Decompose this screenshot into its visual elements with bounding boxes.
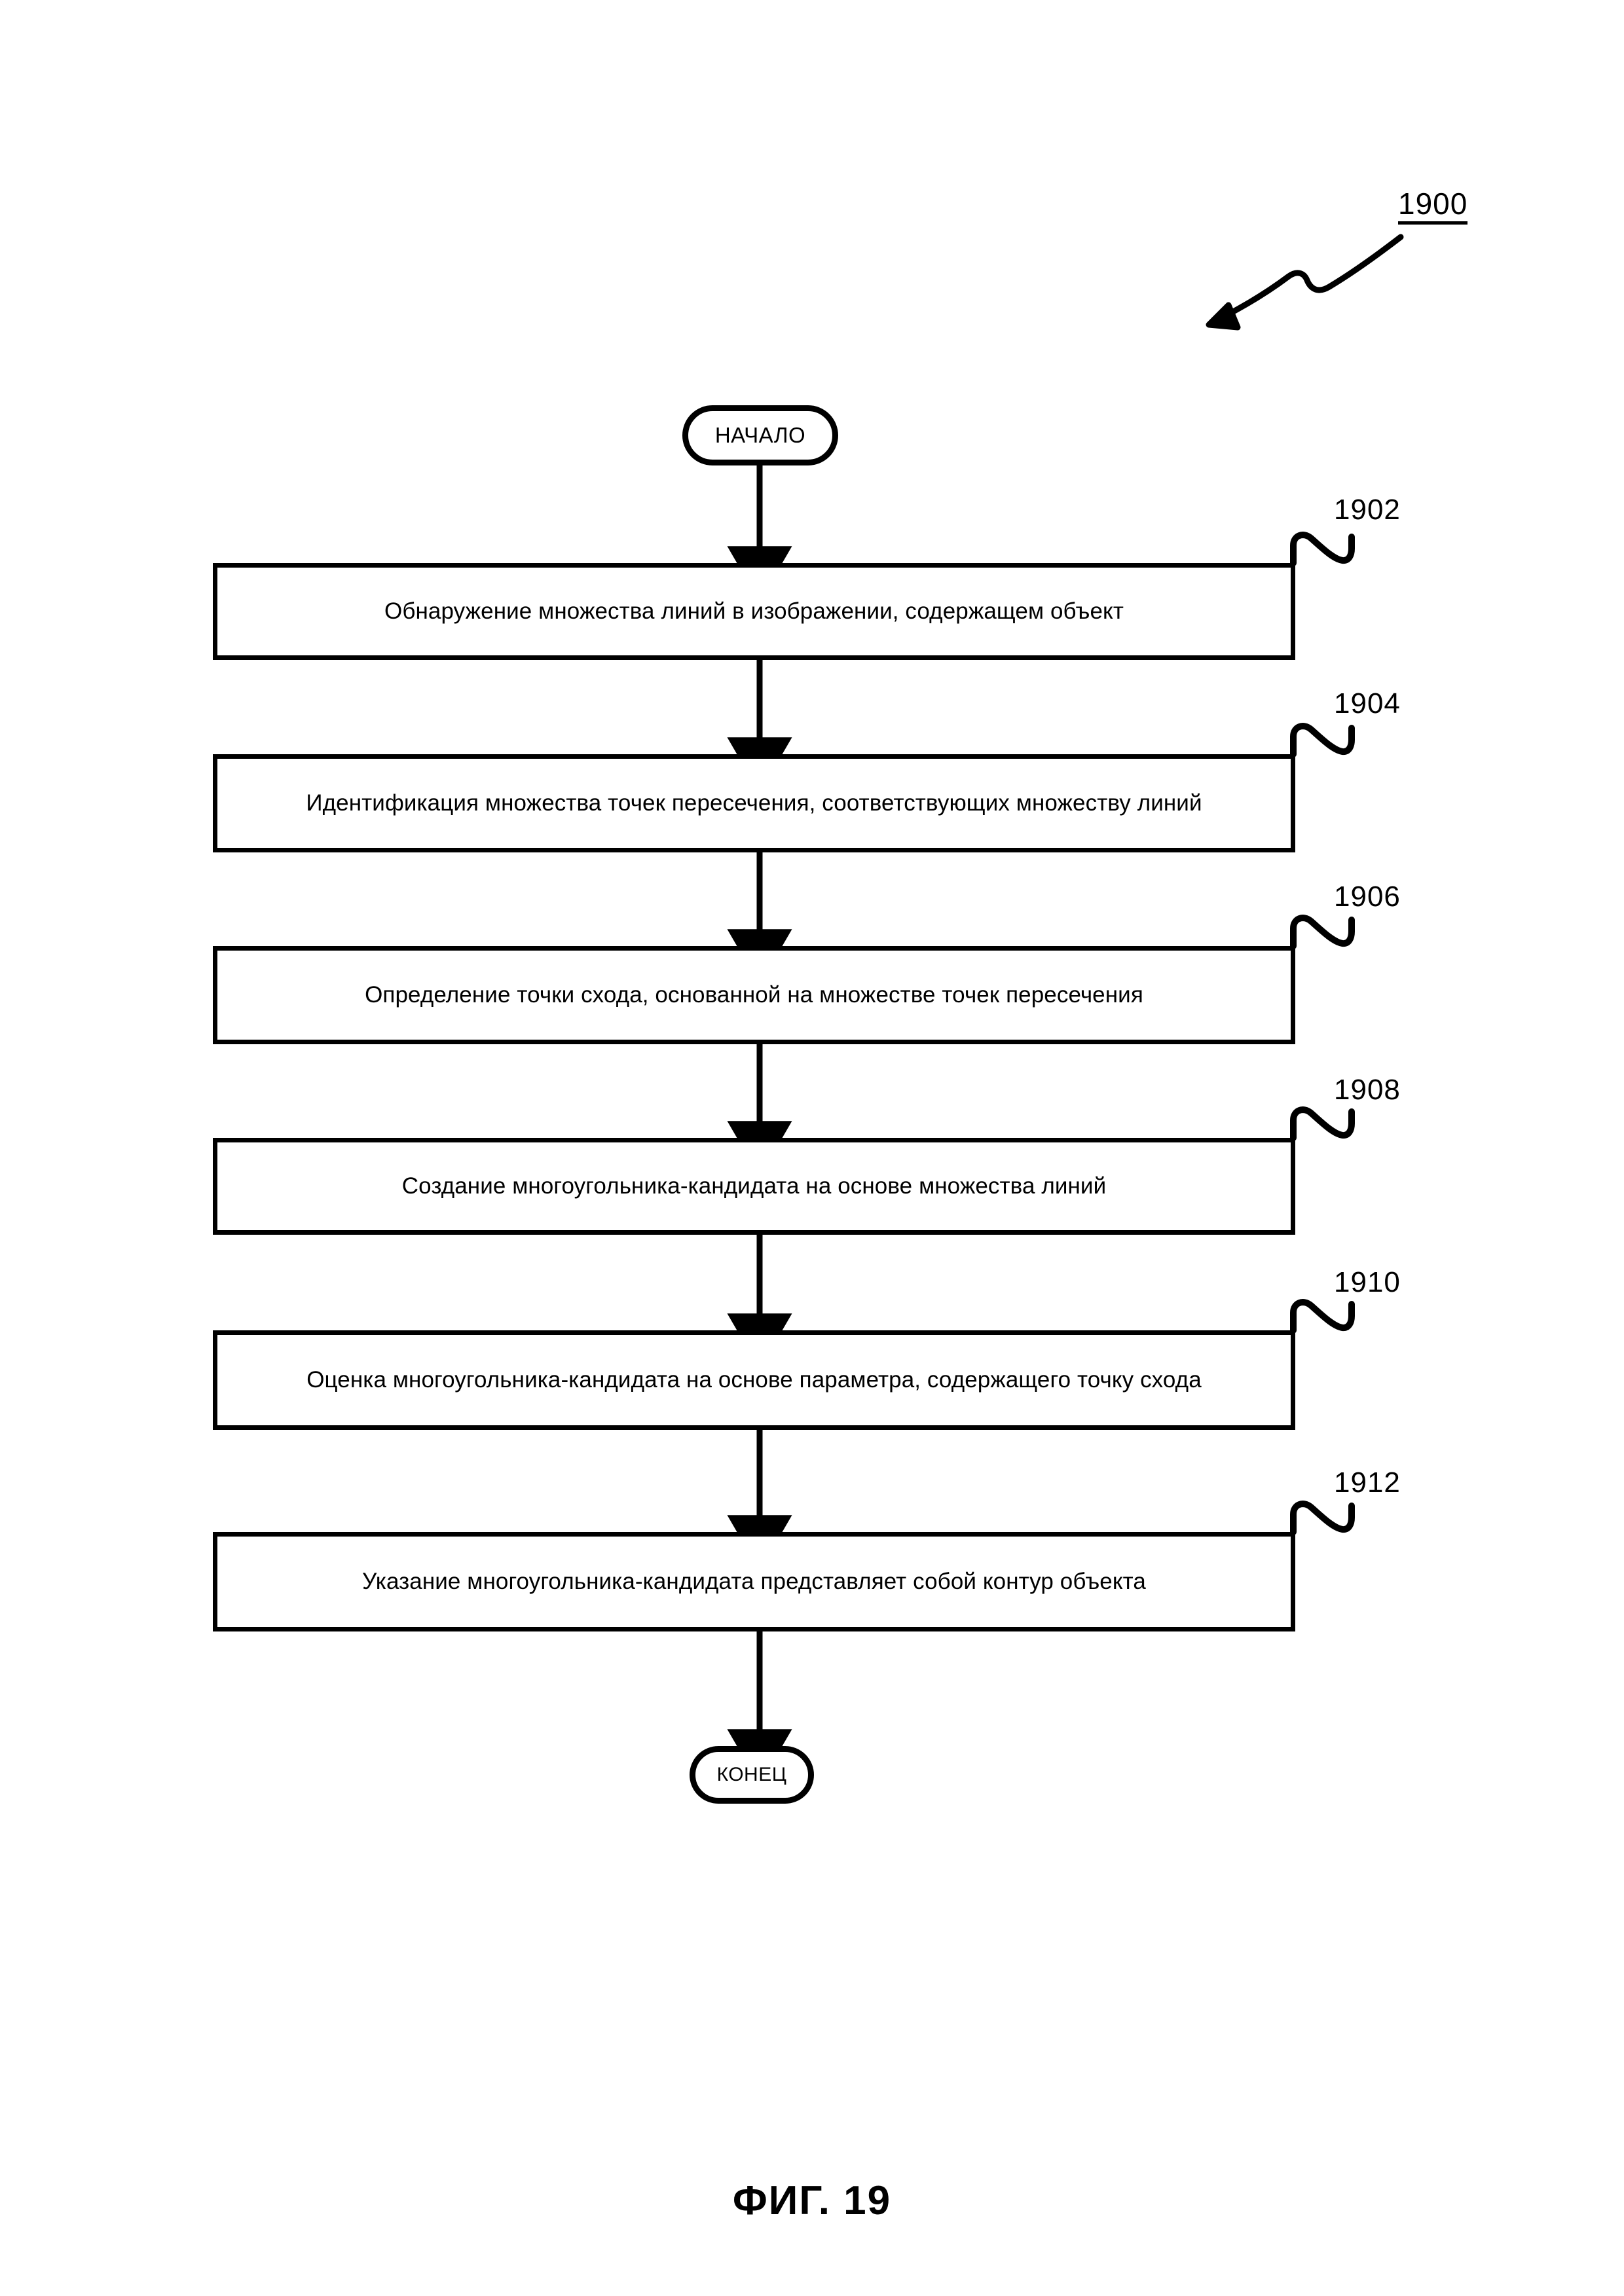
leader-line-1902 [1290,532,1355,566]
terminator-end: КОНЕЦ [690,1746,814,1804]
callout-1908: 1908 [1334,1074,1401,1106]
process-box-1902-label: Обнаружение множества линий в изображени… [384,598,1124,625]
process-box-1906-label: Определение точки схода, основанной на м… [365,982,1143,1008]
process-box-1904: Идентификация множества точек пересечени… [213,754,1295,852]
process-box-1912-label: Указание многоугольника-кандидата предст… [362,1569,1146,1595]
callout-1910: 1910 [1334,1266,1401,1298]
figure-reference-number: 1900 [1398,189,1468,225]
callout-1906: 1906 [1334,881,1401,913]
process-box-1906: Определение точки схода, основанной на м… [213,946,1295,1044]
process-box-1910-label: Оценка многоугольника-кандидата на основ… [306,1367,1202,1393]
leader-line-1908 [1290,1106,1355,1141]
leader-line-1910 [1290,1299,1355,1334]
callout-1904: 1904 [1334,687,1401,720]
leader-line-1912 [1290,1501,1355,1535]
terminator-start: НАЧАЛО [682,405,838,465]
callout-1902: 1902 [1334,494,1401,526]
process-box-1908: Создание многоугольника-кандидата на осн… [213,1138,1295,1235]
process-box-1908-label: Создание многоугольника-кандидата на осн… [401,1173,1107,1199]
process-box-1912: Указание многоугольника-кандидата предст… [213,1532,1295,1631]
process-box-1910: Оценка многоугольника-кандидата на основ… [213,1330,1295,1430]
callout-1912: 1912 [1334,1467,1401,1499]
figure-caption: ФИГ. 19 [732,2178,892,2223]
process-box-1904-label: Идентификация множества точек пересечени… [306,790,1202,816]
figure-lead-line [1206,234,1404,331]
leader-line-1906 [1290,915,1355,949]
leader-line-1904 [1290,723,1355,757]
terminator-end-label: КОНЕЦ [716,1764,787,1785]
process-box-1902: Обнаружение множества линий в изображени… [213,563,1295,660]
terminator-start-label: НАЧАЛО [714,423,806,447]
